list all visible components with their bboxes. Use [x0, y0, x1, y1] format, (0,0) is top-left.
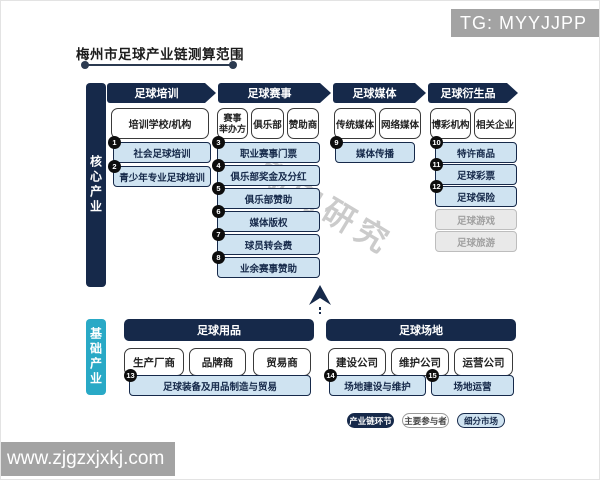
segment-number: 11 — [430, 158, 443, 171]
segment-number: 7 — [212, 228, 225, 241]
watermark-top-right: TG: MYYJJPP — [451, 9, 599, 37]
segment-venue-construction-maintenance: 14 场地建设与维护 — [324, 369, 426, 396]
segment-number: 3 — [212, 136, 225, 149]
header-football-events: 足球赛事 — [218, 83, 331, 103]
participant-traders: 贸易商 — [253, 348, 311, 376]
segment-media-copyright: 6 媒体版权 — [212, 205, 320, 232]
segment-label: 俱乐部赞助 — [244, 194, 293, 206]
segment-number: 12 — [430, 180, 443, 193]
header-football-training: 足球培训 — [107, 83, 216, 103]
segment-label: 俱乐部奖金及分红 — [230, 171, 307, 183]
participant-betting-agencies: 博彩机构 — [430, 108, 471, 139]
participant-maintenance-companies: 维护公司 — [391, 348, 449, 376]
segment-number: 14 — [324, 369, 337, 382]
segment-football-tourism-disabled: 足球旅游 — [435, 231, 517, 252]
segment-club-sponsorship: 5 俱乐部赞助 — [212, 182, 320, 209]
participant-construction-companies: 建设公司 — [328, 348, 386, 376]
segment-number: 8 — [212, 251, 225, 264]
segment-label: 足球旅游 — [456, 237, 495, 249]
segment-label: 场地运营 — [453, 381, 492, 393]
watermark-bottom-left: www.zjgzxjxkj.com — [1, 442, 175, 476]
segment-venue-operation: 15 场地运营 — [426, 369, 514, 396]
segment-social-football-training: 1 社会足球培训 — [108, 136, 211, 163]
participant-online-media: 网络媒体 — [379, 108, 421, 139]
segment-amateur-event-sponsorship: 8 业余赛事赞助 — [212, 251, 320, 278]
participant-event-organizer: 赛事 举办方 — [217, 108, 248, 139]
up-arrow-icon — [309, 285, 331, 314]
segment-football-lottery: 11 足球彩票 — [430, 158, 517, 185]
segment-label: 场地建设与维护 — [344, 381, 411, 393]
segment-label: 媒体传播 — [355, 148, 394, 160]
base-industry-band: 基础产业 — [86, 319, 106, 395]
segment-pro-event-tickets: 3 职业赛事门票 — [212, 136, 320, 163]
segment-label: 足球彩票 — [456, 170, 495, 182]
participant-brand-vendors: 品牌商 — [189, 348, 246, 376]
participant-traditional-media: 传统媒体 — [334, 108, 376, 139]
segment-media-dissemination: 9 媒体传播 — [330, 136, 415, 163]
header-football-venues: 足球场地 — [326, 319, 516, 341]
segment-label: 球员转会费 — [244, 240, 293, 252]
segment-number: 9 — [330, 136, 343, 149]
core-industry-band: 核心产业 — [86, 83, 106, 287]
title-underline — [81, 61, 237, 69]
participant-sponsors: 赞助商 — [287, 108, 319, 139]
segment-label: 青少年专业足球培训 — [119, 172, 205, 184]
segment-youth-pro-training: 2 青少年专业足球培训 — [108, 160, 211, 187]
segment-number: 4 — [212, 159, 225, 172]
segment-number: 13 — [124, 369, 137, 382]
segment-football-games-disabled: 足球游戏 — [435, 209, 517, 230]
segment-football-insurance: 12 足球保险 — [430, 180, 517, 207]
segment-label: 职业赛事门票 — [239, 148, 297, 160]
legend-main-participants: 主要参与者 — [402, 413, 449, 428]
segment-licensed-merchandise: 10 特许商品 — [430, 136, 517, 163]
header-football-derivatives: 足球衍生品 — [428, 83, 518, 103]
segment-label: 媒体版权 — [249, 217, 288, 229]
legend-market-segments: 细分市场 — [457, 413, 505, 428]
segment-number: 15 — [426, 369, 439, 382]
segment-label: 特许商品 — [456, 148, 495, 160]
participant-clubs: 俱乐部 — [251, 108, 284, 139]
segment-label: 足球游戏 — [456, 215, 495, 227]
participant-training-schools: 培训学校/机构 — [111, 108, 209, 139]
segment-number: 6 — [212, 205, 225, 218]
segment-equipment-manufacturing-trade: 13 足球装备及用品制造与贸易 — [124, 369, 311, 396]
segment-label: 业余赛事赞助 — [239, 263, 297, 275]
segment-label: 足球装备及用品制造与贸易 — [162, 381, 277, 393]
header-football-supplies: 足球用品 — [124, 319, 314, 341]
segment-club-bonus-dividends: 4 俱乐部奖金及分红 — [212, 159, 320, 186]
segment-player-transfer-fees: 7 球员转会费 — [212, 228, 320, 255]
participant-related-companies: 相关企业 — [474, 108, 516, 139]
page-title: 梅州市足球产业链测算范围 — [76, 47, 244, 62]
legend-industry-chain-link: 产业链环节 — [347, 413, 394, 428]
segment-label: 社会足球培训 — [133, 148, 191, 160]
header-football-media: 足球媒体 — [333, 83, 426, 103]
participant-operating-companies: 运营公司 — [454, 348, 513, 376]
segment-number: 1 — [108, 136, 121, 149]
segment-number: 2 — [108, 160, 121, 173]
segment-number: 5 — [212, 182, 225, 195]
segment-number: 10 — [430, 136, 443, 149]
underline-dot-right — [229, 61, 237, 69]
segment-label: 足球保险 — [456, 192, 495, 204]
underline-dot-left — [81, 61, 89, 69]
